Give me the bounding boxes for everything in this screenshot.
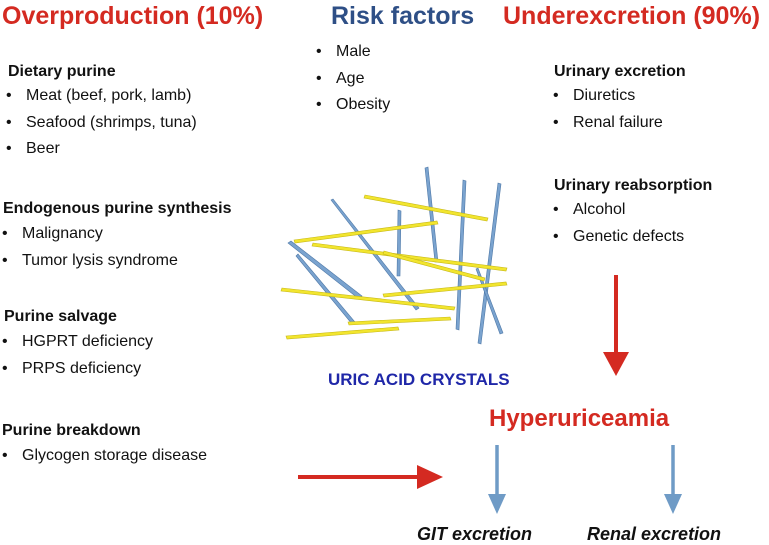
git-excretion-label: GIT excretion	[417, 524, 533, 544]
endogenous-synthesis-heading: Endogenous purine synthesis	[3, 200, 232, 217]
risk-factor-item: Male	[314, 39, 390, 66]
crystal-needle	[347, 316, 452, 326]
urinary-excretion-list: Diuretics Renal failure	[551, 83, 663, 136]
list-item: Glycogen storage disease	[0, 443, 207, 470]
list-item: Meat (beef, pork, lamb)	[4, 83, 197, 110]
crystal-needle	[396, 209, 402, 277]
urinary-reabsorption-list: Alcohol Genetic defects	[551, 197, 684, 250]
crystal-needle	[285, 326, 400, 340]
underexcretion-title: Underexcretion (90%)	[503, 2, 761, 30]
list-item: Malignancy	[0, 221, 178, 248]
list-item: Beer	[4, 136, 197, 163]
crystal-needle	[330, 198, 420, 311]
purine-salvage-list: HGPRT deficiency PRPS deficiency	[0, 329, 153, 382]
list-item: Seafood (shrimps, tuna)	[4, 110, 197, 137]
red-arrow-down-icon	[603, 275, 629, 376]
crystal-needle	[424, 166, 439, 263]
list-item: HGPRT deficiency	[0, 329, 153, 356]
list-item: Genetic defects	[551, 224, 684, 251]
renal-excretion-label: Renal excretion	[587, 524, 722, 544]
list-item: Renal failure	[551, 110, 663, 137]
risk-factor-item: Obesity	[314, 92, 390, 119]
crystal-needle	[311, 242, 508, 272]
list-item: Alcohol	[551, 197, 684, 224]
urinary-excretion-heading: Urinary excretion	[554, 63, 686, 80]
uric-acid-crystals-illustration	[280, 166, 508, 345]
crystal-needle	[287, 240, 363, 300]
dietary-purine-heading: Dietary purine	[8, 63, 116, 80]
crystal-needle	[455, 179, 467, 331]
uric-acid-crystals-label: URIC ACID CRYSTALS	[328, 370, 510, 389]
list-item: PRPS deficiency	[0, 356, 153, 383]
dietary-purine-list: Meat (beef, pork, lamb) Seafood (shrimps…	[4, 83, 197, 163]
crystal-needle	[382, 250, 486, 282]
blue-arrow-down-icon	[664, 445, 682, 514]
red-arrow-right-icon	[298, 465, 443, 489]
purine-salvage-heading: Purine salvage	[4, 308, 117, 325]
crystal-needle	[293, 220, 439, 244]
purine-breakdown-heading: Purine breakdown	[2, 422, 141, 439]
blue-arrow-down-icon	[488, 445, 506, 514]
risk-factors-title: Risk factors	[331, 2, 475, 30]
list-item: Tumor lysis syndrome	[0, 248, 178, 275]
endogenous-synthesis-list: Malignancy Tumor lysis syndrome	[0, 221, 178, 274]
crystal-needle	[363, 194, 489, 222]
crystal-needle	[382, 281, 508, 298]
risk-factors-list: Male Age Obesity	[314, 39, 390, 119]
overproduction-title: Overproduction (10%)	[2, 2, 264, 30]
crystal-needle	[280, 287, 456, 311]
risk-factor-item: Age	[314, 66, 390, 93]
urinary-reabsorption-heading: Urinary reabsorption	[554, 177, 713, 194]
list-item: Diuretics	[551, 83, 663, 110]
hyperuricemia-label: Hyperuriceamia	[489, 405, 670, 432]
purine-breakdown-list: Glycogen storage disease	[0, 443, 207, 470]
